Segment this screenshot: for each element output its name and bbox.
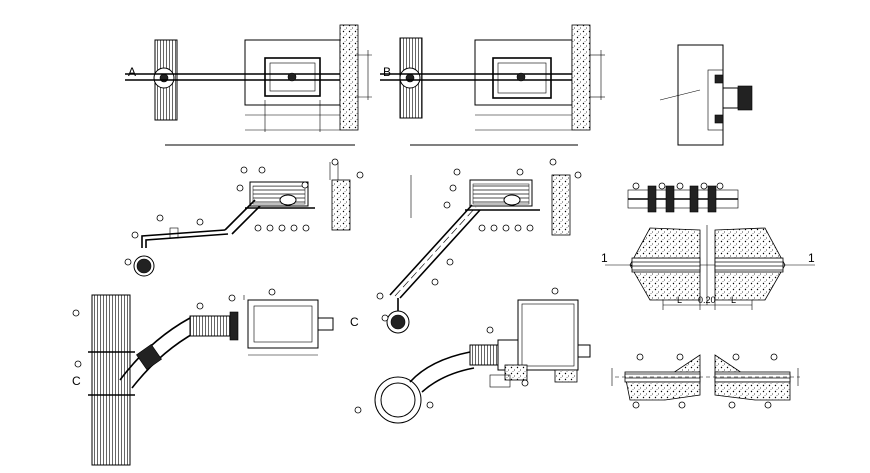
box-bend-detail bbox=[374, 299, 591, 424]
elbow-elevation: C C bbox=[72, 294, 359, 466]
plan-view-right: B bbox=[380, 24, 605, 146]
dim-gap: 0.20 bbox=[698, 295, 716, 305]
section-marker-c-left: C bbox=[72, 374, 81, 388]
dim-right-span: L bbox=[731, 295, 736, 305]
section-bb-detail bbox=[386, 174, 571, 334]
axis-label-left: 1 bbox=[601, 251, 608, 265]
callout-markers bbox=[72, 158, 778, 414]
joint-elevation bbox=[627, 185, 739, 213]
dim-left-span: L bbox=[677, 295, 682, 305]
split-section-detail bbox=[611, 354, 800, 401]
axis-label-right: 1 bbox=[808, 251, 815, 265]
section-marker-a: A bbox=[128, 65, 136, 79]
section-marker-c-right: C bbox=[350, 315, 359, 329]
saddle-detail bbox=[659, 44, 753, 146]
plan-view-left: A bbox=[125, 24, 372, 146]
section-aa-detail bbox=[133, 162, 351, 277]
anchor-section: 1 1 L 0.20 L bbox=[601, 225, 815, 310]
section-marker-b: B bbox=[383, 65, 391, 79]
